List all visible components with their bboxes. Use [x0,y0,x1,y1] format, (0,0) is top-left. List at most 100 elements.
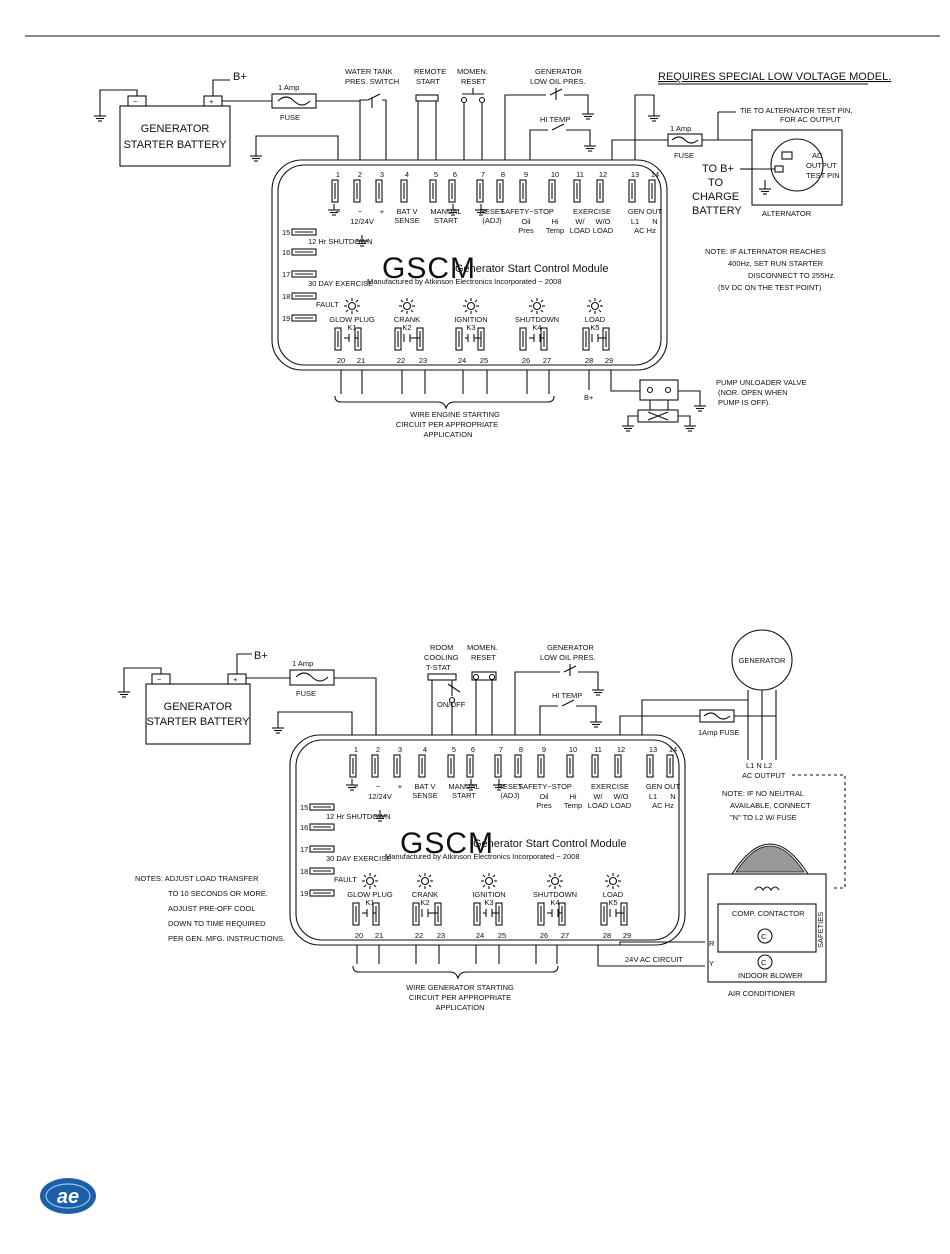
diagram-1-canvas: − + GENERATOR STARTER BATTERY B+ 1 Amp F… [25,35,940,439]
terminal [434,902,442,926]
terminal [666,754,674,778]
pin-number: 20 [337,356,345,365]
svg-text:AVAILABLE, CONNECT: AVAILABLE, CONNECT [730,801,811,810]
pin-number: 22 [415,931,423,940]
svg-text:C: C [761,932,767,941]
pump-unloader-valve: PUMP UNLOADER VALVE (NOR. OPEN WHEN PUMP… [610,370,806,432]
terminal [537,902,545,926]
svg-text:FOR AC OUTPUT: FOR AC OUTPUT [780,115,841,124]
alternator-note: NOTE: IF ALTERNATOR REACHES 400Hz, SET R… [705,247,836,292]
module-label: W/O [614,792,629,801]
pin-number: 24 [458,356,466,365]
svg-text:COMP. CONTACTOR: COMP. CONTACTOR [732,909,805,918]
pin-number: 20 [355,931,363,940]
pin-number: 27 [561,931,569,940]
pin-number: 6 [453,170,457,179]
module-label: START [452,791,476,800]
pin-number: 17 [282,270,290,279]
module-label: LOAD [588,801,609,810]
load-transfer-notes: NOTES: ADJUST LOAD TRANSFER TO 10 SECOND… [135,874,285,943]
module-label: RESET [497,782,522,791]
svg-text:1Amp FUSE: 1Amp FUSE [698,728,740,737]
svg-text:AC: AC [812,151,823,160]
svg-text:TO 10 SECONDS OR MORE.: TO 10 SECONDS OR MORE. [168,889,268,898]
svg-text:RESET: RESET [461,77,486,86]
pin-number: 26 [540,931,548,940]
pin-number: 8 [501,170,505,179]
terminal [494,754,502,778]
module-label: K1 [347,323,356,332]
pin-number: 13 [649,745,657,754]
svg-text:B+: B+ [254,650,268,662]
module-label: BAT V [397,207,418,216]
module-label: 12/24V [368,792,392,801]
room-tstat: ROOM COOLING T-STAT ON/OFF [424,643,466,740]
module-label: LOAD [611,801,632,810]
svg-text:INDOOR BLOWER: INDOOR BLOWER [738,971,803,980]
svg-text:ALTERNATOR: ALTERNATOR [762,209,812,218]
svg-text:CIRCUIT PER APPROPRIATE: CIRCUIT PER APPROPRIATE [409,993,511,1002]
pin-number: 11 [594,745,602,754]
terminal [558,902,566,926]
pin-number: 16 [300,823,308,832]
svg-text:RESET: RESET [471,653,496,662]
module-label: W/ [593,792,603,801]
module-label: Temp [564,801,582,810]
module-label: SHUTDOWN [515,315,559,324]
svg-text:GENERATOR: GENERATOR [535,67,582,76]
starter-battery: − + GENERATOR STARTER BATTERY [119,95,231,167]
svg-text:B+: B+ [233,71,247,83]
svg-text:STARTER BATTERY: STARTER BATTERY [146,716,250,728]
module-label: W/O [596,217,611,226]
svg-text:PUMP IS OFF).: PUMP IS OFF). [718,398,770,407]
svg-text:+: + [209,97,214,106]
module-label: MANUAL [430,207,461,216]
svg-text:L1 N L2: L1 N L2 [746,761,772,770]
svg-text:APPLICATION: APPLICATION [435,1003,484,1012]
svg-text:TIE TO ALTERNATOR TEST PIN,: TIE TO ALTERNATOR TEST PIN, [740,106,852,115]
pin-number: 12 [617,745,625,754]
svg-text:GENERATOR: GENERATOR [739,656,786,665]
pin-number: 21 [375,931,383,940]
module-label: CRANK [394,315,420,324]
pin-number: 25 [498,931,506,940]
module-label: − [354,782,359,791]
module-label: AC Hz [652,801,674,810]
svg-text:PRES. SWITCH: PRES. SWITCH [345,77,399,86]
svg-text:MOMEN.: MOMEN. [467,643,498,652]
pin-number: 14 [651,170,659,179]
pin-number: 28 [603,931,611,940]
svg-text:(5V DC ON THE TEST POINT): (5V DC ON THE TEST POINT) [718,283,822,292]
pin-number: 2 [358,170,362,179]
low-oil-switch: GENERATOR LOW OIL PRES. [504,67,595,165]
svg-text:GENERATOR: GENERATOR [164,701,233,713]
svg-text:COOLING: COOLING [424,653,459,662]
module-label: Temp [546,226,564,235]
svg-text:−: − [133,97,138,106]
svg-text:LOW OIL PRES.: LOW OIL PRES. [540,653,596,662]
water-tank-switch: WATER TANK PRES. SWITCH [345,67,399,165]
pin-number: 23 [419,356,427,365]
svg-text:START: START [416,77,440,86]
pin-number: 15 [300,803,308,812]
svg-text:REMOTE: REMOTE [414,67,446,76]
svg-text:DISCONNECT TO 255Hz.: DISCONNECT TO 255Hz. [748,271,836,280]
pin-number: 19 [300,889,308,898]
module-label: K2 [420,898,429,907]
terminal [646,754,654,778]
module-title: Generator Start Control Module [455,263,608,275]
pin-number: 4 [423,745,427,754]
module-label: (ADJ) [500,791,520,800]
terminal [371,754,379,778]
manufacturer: Manufactured by Atkinson Electronics Inc… [385,852,580,861]
svg-text:GENERATOR: GENERATOR [141,123,210,135]
svg-text:TO B+: TO B+ [702,163,734,175]
module-label: RESET [479,207,504,216]
pin-number: 15 [282,228,290,237]
pin-number: 13 [631,170,639,179]
svg-text:LOW OIL PRES.: LOW OIL PRES. [530,77,586,86]
terminal [349,754,357,778]
svg-text:WIRE GENERATOR STARTING: WIRE GENERATOR STARTING [406,983,514,992]
pin-number: 7 [481,170,485,179]
pin-number: 18 [282,292,290,301]
